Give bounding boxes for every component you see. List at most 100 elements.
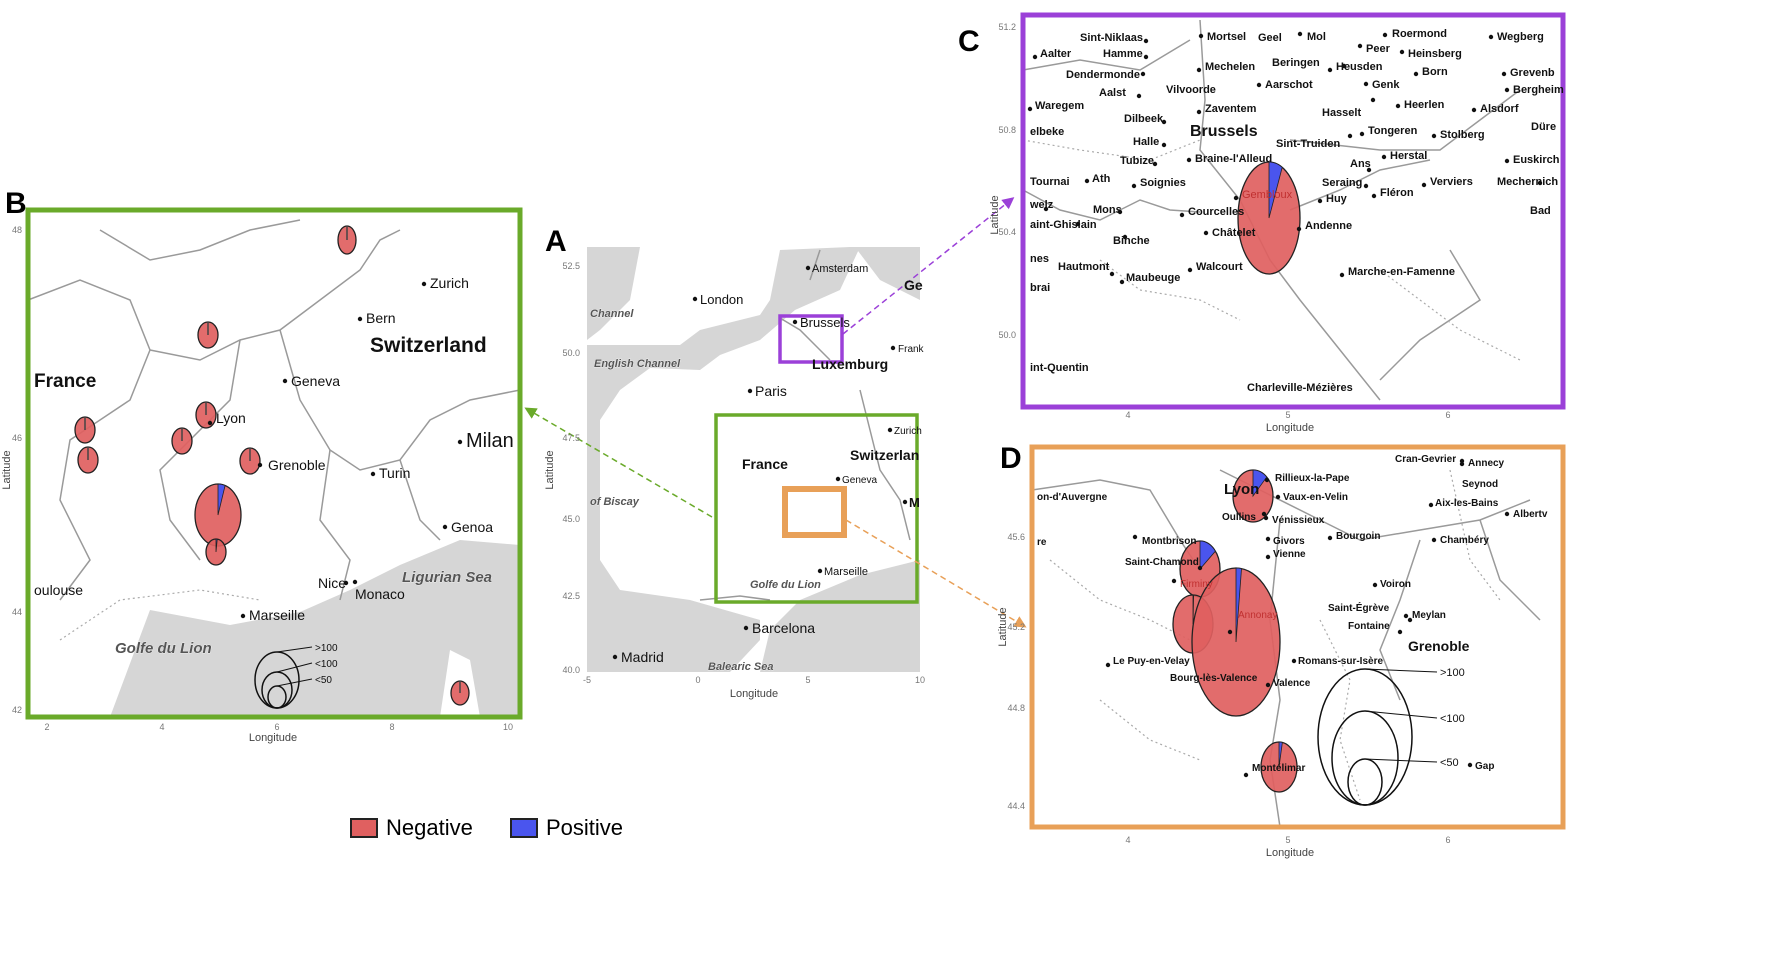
x-tick-label: 6 — [1445, 410, 1450, 420]
panel-b — [27, 210, 521, 717]
city-dot — [1467, 762, 1473, 768]
place-label: Heusden — [1336, 61, 1383, 73]
size-legend-label: <100 — [315, 659, 338, 670]
city-dot — [1363, 183, 1369, 189]
place-label: Annecy — [1468, 458, 1505, 469]
x-tick-label: 2 — [44, 722, 49, 732]
size-legend-leader — [1364, 758, 1438, 763]
place-label: Born — [1422, 66, 1448, 78]
x-axis-label: Longitude — [249, 732, 297, 744]
place-label: Herstal — [1390, 150, 1427, 162]
place-label: Tournai — [1030, 176, 1070, 188]
place-label: Switzerlan — [850, 447, 919, 463]
place-label: Hautmont — [1058, 261, 1110, 273]
place-label: Zurich — [894, 426, 922, 437]
sea-label: Channel — [590, 308, 634, 320]
city-dot — [1296, 226, 1302, 232]
place-label: Fontaine — [1348, 621, 1390, 632]
city-dot — [747, 388, 753, 394]
place-label: Brussels — [1190, 123, 1258, 140]
y-tick-label: 47.5 — [562, 433, 580, 443]
pie-chart-marker — [1237, 161, 1301, 275]
place-label: Sint-Truiden — [1276, 138, 1340, 150]
pie-chart-marker — [74, 416, 96, 444]
city-dot — [1105, 662, 1111, 668]
border-line — [279, 329, 521, 471]
place-label: Meylan — [1412, 610, 1446, 621]
place-label: Hasselt — [1322, 107, 1361, 119]
y-tick-label: 51.2 — [998, 22, 1016, 32]
place-label: Geneva — [842, 475, 877, 486]
place-label: Ge — [904, 277, 923, 293]
y-axis-label: Latitude — [997, 607, 1009, 646]
city-dot — [1431, 537, 1437, 543]
city-dot — [1203, 230, 1209, 236]
city-dot — [1084, 178, 1090, 184]
panel-frame-d — [1029, 444, 1566, 830]
size-legend-label: >100 — [315, 643, 338, 654]
y-tick-label: 50.0 — [998, 330, 1016, 340]
border-line — [149, 229, 401, 361]
pie-chart-marker — [77, 446, 99, 474]
place-label: aint-Ghislain — [1030, 219, 1097, 231]
place-label: Saint-Chamond — [1125, 557, 1199, 568]
sea-label: Golfe du Lion — [750, 579, 821, 591]
city-dot — [1264, 477, 1270, 483]
size-legend — [254, 646, 313, 709]
place-label: Barcelona — [752, 620, 815, 636]
city-dot — [1366, 167, 1372, 173]
x-axis-label: Longitude — [1266, 847, 1314, 859]
border-line — [399, 459, 441, 541]
border-line — [1379, 539, 1421, 701]
place-label: Le Puy-en-Velay — [1113, 656, 1190, 667]
place-label: Andenne — [1305, 220, 1352, 232]
city-dot — [1187, 267, 1193, 273]
pie-positive-slice — [1192, 594, 1195, 625]
place-label: Ath — [1092, 173, 1111, 185]
border-line — [779, 317, 831, 361]
sea-area — [587, 247, 640, 340]
place-label: Euskirch — [1513, 154, 1560, 166]
place-label: Walcourt — [1196, 261, 1243, 273]
zoom-box-b — [714, 413, 919, 604]
size-legend-leader — [276, 678, 313, 687]
y-tick-label: 45.0 — [562, 514, 580, 524]
border-line — [27, 279, 151, 601]
place-label: Heinsberg — [1408, 48, 1462, 60]
y-tick-label: 50.4 — [998, 227, 1016, 237]
city-dot — [792, 319, 798, 325]
city-dot — [421, 281, 427, 287]
zoom-box-c — [778, 314, 844, 364]
region-boundary — [1099, 699, 1201, 761]
city-dot — [1339, 272, 1345, 278]
place-label: Mechelen — [1205, 61, 1255, 73]
sea-area — [110, 540, 520, 717]
city-dot — [1132, 534, 1138, 540]
region-boundary — [1049, 559, 1191, 641]
city-dot — [1198, 33, 1204, 39]
city-dot — [357, 316, 363, 322]
border-line — [809, 249, 821, 281]
place-label: Monaco — [355, 586, 405, 602]
place-label: Braine-l'Alleud — [1195, 153, 1272, 165]
x-tick-label: 10 — [503, 722, 513, 732]
place-label: Mechernich — [1497, 176, 1558, 188]
city-dot — [1117, 209, 1123, 215]
city-dot — [1075, 221, 1081, 227]
x-axis-label: Longitude — [1266, 422, 1314, 434]
place-label: Bourg-lès-Valence — [1170, 673, 1258, 684]
place-label: Givors — [1273, 536, 1305, 547]
place-label: Madrid — [621, 649, 664, 665]
place-label: Waregem — [1035, 100, 1084, 112]
city-dot — [207, 420, 213, 426]
place-label: Aalst — [1099, 87, 1126, 99]
city-dot — [282, 378, 288, 384]
city-dot — [1372, 582, 1378, 588]
y-axis-label: Latitude — [1, 450, 13, 489]
sea-area — [855, 247, 920, 300]
place-label: Voiron — [1380, 579, 1411, 590]
place-label: Hamme — [1103, 48, 1143, 60]
place-label: Seraing — [1322, 177, 1362, 189]
panel-frame-b — [25, 207, 523, 720]
